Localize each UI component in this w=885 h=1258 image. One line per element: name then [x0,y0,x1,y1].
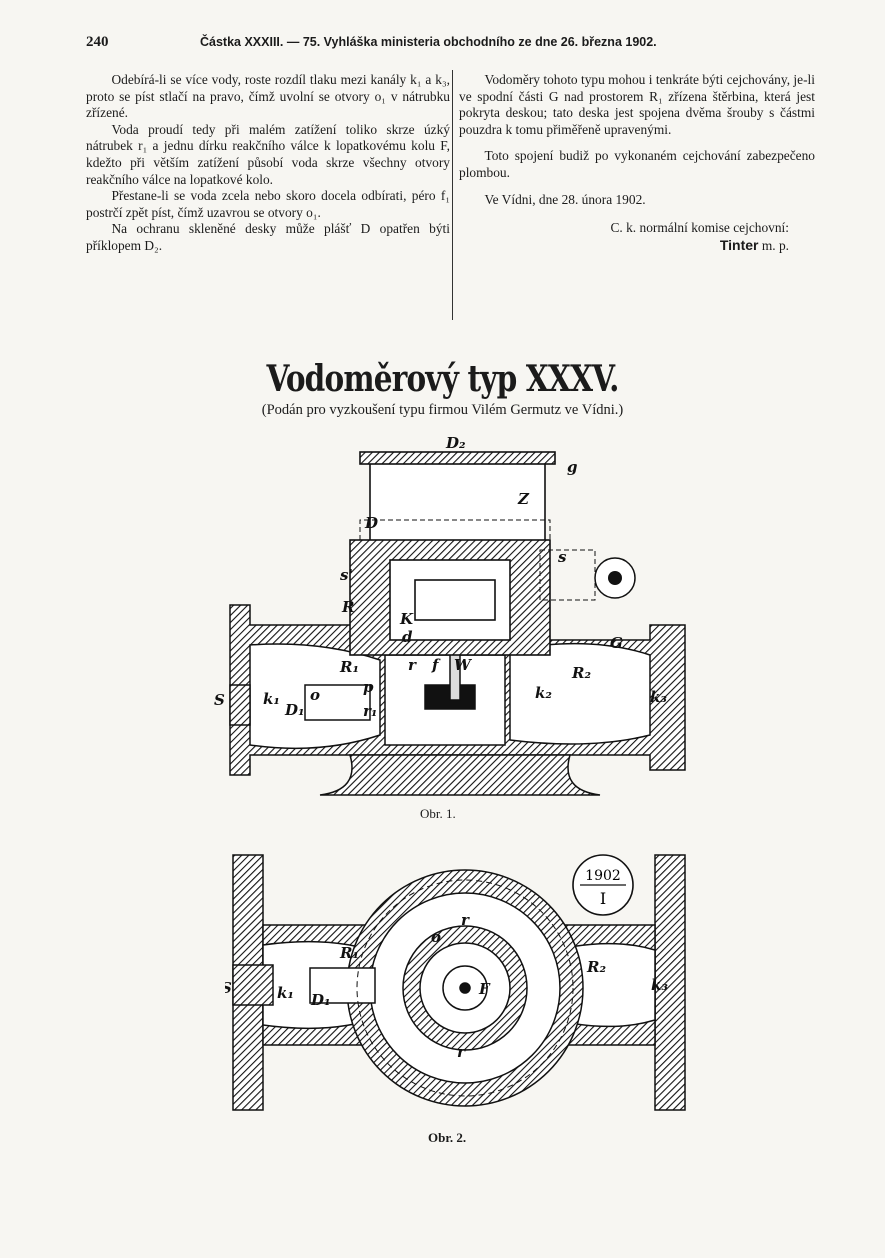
fig2-spindle [459,982,471,994]
fig1-label-G: G [610,634,623,652]
page-header: 240 Částka XXXIII. — 75. Vyhláška minist… [0,32,885,54]
fig1-gear-train [414,579,496,621]
fig2-label-D1: D₁ [310,991,331,1009]
fig2-flange-insert [232,964,274,1006]
fig2-seal-year: 1902 [585,868,621,884]
signer-name: Tinter [719,236,759,253]
fig1-label-S: S [214,691,225,709]
fig2-label-k1: k₁ [277,984,294,1002]
running-head: Částka XXXIII. — 75. Vyhláška ministeria… [200,35,657,49]
fig1-label-D1: D₁ [284,701,305,719]
fig1-label-K: K [399,610,414,628]
fig1-outlet-chamber [509,642,651,745]
fig2-seal-numeral: I [600,889,606,908]
fig1-label-f: f [431,656,441,674]
page-number: 240 [86,34,109,50]
left-paragraph-1: Odebírá-li se více vody, roste rozdíl tl… [86,72,450,121]
fig2-piston-sleeve [309,967,376,1004]
fig1-label-k1: k₁ [263,690,280,708]
right-column: Vodoměry tohoto typu mohou i tenkráte bý… [459,72,815,254]
fig1-label-s-prime: s' [340,566,353,584]
fig1-label-R1: R₁ [339,658,359,676]
fig1-label-D2: D₂ [445,434,466,452]
right-paragraph-2: Toto spojení budiž po vykonaném cejchová… [459,148,815,180]
fig2-label-r-bottom: r [457,1043,466,1061]
fig1-dashed-outline-top [359,519,551,540]
fig1-label-Z: Z [517,490,530,508]
fig2-label-r-top: r [461,911,470,929]
figure-2-plan-drawing: 1902 I S k₁ D₁ R₁ R₂ k₃ r r o F [225,854,686,1111]
fig1-label-R: R [341,598,354,616]
left-column: Odebírá-li se více vody, roste rozdíl tl… [86,72,450,255]
fig1-label-R2: R₂ [571,664,591,682]
fig1-piston-sleeve [304,684,371,721]
left-paragraph-4: Na ochranu skleněné desky může plášť D o… [86,221,450,253]
figure-1-section-drawing: D₂ g Z D s s' R K G R₁ R₂ r f W k₁ k₂ k₃… [214,434,686,796]
fig2-label-R2: R₂ [586,958,606,976]
right-paragraph-1: Vodoměry tohoto typu mohou i tenkráte bý… [459,72,815,137]
fig1-label-g: g [567,458,578,476]
column-divider [452,70,453,320]
fig2-right-flange [654,854,686,1111]
left-paragraph-3: Přestane-li se voda zcela nebo skoro doc… [86,188,450,220]
fig1-label-W: W [454,656,473,674]
figure-subtitle: (Podán pro vyzkoušení typu firmou Vilém … [261,402,624,418]
fig1-label-r1: r₁ [363,702,377,720]
fig1-label-k3: k₃ [650,688,667,706]
fig1-cover-plate [359,451,556,465]
fig1-label-p: p [363,678,374,696]
fig1-dial-housing [369,459,546,546]
fig1-label-s: s [558,548,567,566]
left-paragraph-2: Voda proudí tedy při malém zatížení toli… [86,121,450,187]
signature-line: Tinter m. p. [459,237,815,255]
fig2-label-F: F [478,980,491,998]
fig2-label-R1: R₁ [339,944,359,962]
fig1-label-D: D [364,514,378,532]
fig1-label-o: o [310,686,320,704]
fig1-foot [319,754,601,796]
fig1-left-flange-insert [229,684,251,726]
fig2-label-o: o [431,928,441,946]
commission-line: C. k. normální komise cejchovní: [610,220,789,236]
fig1-label-d: d [402,628,413,646]
fig1-label-r: r [408,656,417,674]
fig2-label-S: S [225,979,232,997]
figure-1-caption: Obr. 1. [420,806,456,821]
signer-suffix: m. p. [761,237,789,253]
fig1-label-k2: k₂ [535,684,552,702]
date-line: Ve Vídni, dne 28. února 1902. [484,191,646,207]
figure-2-caption: Obr. 2. [428,1130,467,1145]
figure-title: Vodoměrový typ XXXV. [266,358,619,400]
fig2-label-k3: k₃ [651,976,668,994]
